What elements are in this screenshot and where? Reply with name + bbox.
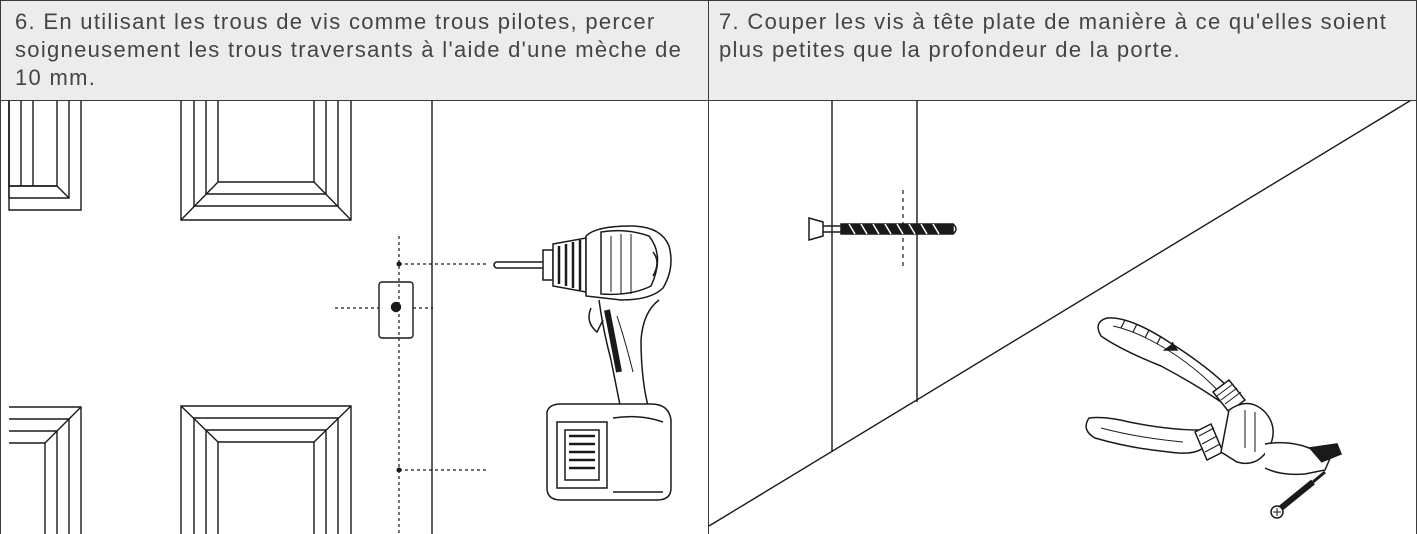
floor-diagonal-line <box>709 96 1416 527</box>
step-7-illustration <box>709 83 1416 527</box>
lock-plate-icon <box>378 281 414 339</box>
step-7-number: 7. <box>719 9 740 34</box>
guide-lines <box>335 236 489 534</box>
step-6-text: En utilisant les trous de vis comme trou… <box>15 9 683 90</box>
step-6-panel: 6. En utilisant les trous de vis comme t… <box>0 0 709 534</box>
door-panel-icon <box>8 100 82 211</box>
step-6-caption: 6. En utilisant les trous de vis comme t… <box>1 0 708 101</box>
step-7-caption: 7. Couper les vis à tête plate de manièr… <box>709 0 1416 101</box>
step-6-number: 6. <box>15 9 36 34</box>
wire-cutter-pliers-icon <box>1085 317 1342 519</box>
door-panel-icon <box>180 405 352 534</box>
door-panel-icon <box>9 406 82 534</box>
step-6-illustration <box>8 100 672 534</box>
step-7-panel: 7. Couper les vis à tête plate de manièr… <box>708 0 1417 534</box>
door-panel-icon <box>180 100 352 221</box>
cordless-drill-icon <box>493 225 672 501</box>
step-7-text: Couper les vis à tête plate de manière à… <box>719 9 1388 62</box>
screw-icon <box>808 217 957 241</box>
